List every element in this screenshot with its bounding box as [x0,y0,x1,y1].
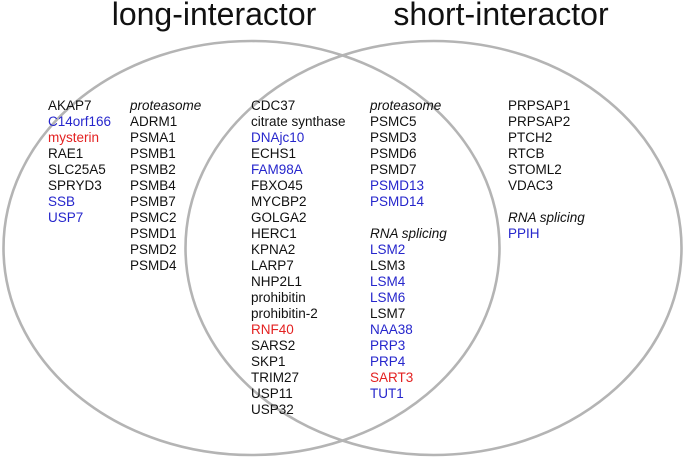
gene-label: SPRYD3 [48,178,102,193]
gene-label: TRIM27 [251,370,300,385]
gene-label: PRPSAP1 [508,98,571,113]
gene-label: AKAP7 [48,98,92,113]
gene-label: PSMB4 [130,178,176,193]
gene-label: prohibitin-2 [251,306,318,321]
gene-label: PSMB2 [130,162,176,177]
gene-label: PRPSAP2 [508,114,571,129]
gene-label: PSMD2 [130,242,177,257]
gene-label: DNAjc10 [251,130,305,145]
group-heading: proteasome [370,98,442,113]
gene-label: PSMB7 [130,194,176,209]
gene-label: PTCH2 [508,130,553,145]
gene-label: RAE1 [48,146,84,161]
gene-label: SARS2 [251,338,296,353]
gene-label: LSM7 [370,306,406,321]
gene-label: STOML2 [508,162,562,177]
gene-label: HERC1 [251,226,297,241]
gene-label: FAM98A [251,162,303,177]
gene-label: SKP1 [251,354,286,369]
gene-label: prohibitin [251,290,306,305]
group-heading: proteasome [130,98,202,113]
group-heading: RNA splicing [370,226,447,241]
gene-label: SLC25A5 [48,162,106,177]
gene-label: ADRM1 [130,114,178,129]
gene-label: C14orf166 [48,114,112,129]
long-interactor-circle [2,39,501,457]
gene-label: PRP3 [370,338,406,353]
gene-label: LSM3 [370,258,406,273]
gene-label: PSMA1 [130,130,176,145]
gene-label: citrate synthase [251,114,346,129]
gene-label: SSB [48,194,76,209]
gene-label: SART3 [370,370,414,385]
gene-label: PSMC5 [370,114,417,129]
long-interactor-title: long-interactor [111,0,317,32]
short-interactor-circle [184,39,683,457]
gene-label: LSM6 [370,290,406,305]
blank-line [370,210,447,226]
gene-label: PSMB1 [130,146,176,161]
gene-label: FBXO45 [251,178,303,193]
gene-label: PSMD14 [370,194,425,209]
gene-label: PPIH [508,226,540,241]
blank-line [508,194,585,210]
gene-label: CDC37 [251,98,296,113]
gene-label: PSMD1 [130,226,177,241]
gene-label: USP11 [251,386,293,401]
gene-label: RTCB [508,146,545,161]
gene-label: VDAC3 [508,178,554,193]
gene-label: GOLGA2 [251,210,307,225]
gene-label: ECHS1 [251,146,297,161]
gene-label: MYCBP2 [251,194,307,209]
gene-label: LSM4 [370,274,406,289]
gene-label: USP7 [48,210,84,225]
gene-label: PSMD4 [130,258,177,273]
group-heading: RNA splicing [508,210,585,225]
short-interactor-title: short-interactor [393,0,609,32]
gene-label: TUT1 [370,386,404,401]
gene-label: KPNA2 [251,242,296,257]
gene-label: NAA38 [370,322,413,337]
gene-label: PSMC2 [130,210,177,225]
gene-label: PSMD7 [370,162,417,177]
gene-label: PRP4 [370,354,406,369]
gene-label: RNF40 [251,322,294,337]
gene-label: PSMD13 [370,178,425,193]
gene-label: LARP7 [251,258,294,273]
gene-label: mysterin [48,130,100,145]
gene-label: PSMD6 [370,146,417,161]
gene-label: LSM2 [370,242,406,257]
gene-label: NHP2L1 [251,274,303,289]
gene-label: USP32 [251,402,294,417]
gene-label: PSMD3 [370,130,417,145]
